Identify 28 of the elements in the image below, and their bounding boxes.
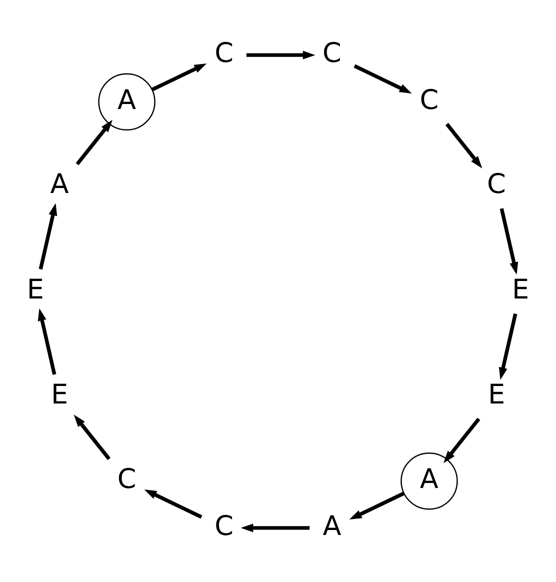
- node-text: E: [512, 274, 530, 305]
- node-text: E: [488, 379, 506, 410]
- node-text: A: [50, 168, 69, 200]
- arrow: [500, 208, 518, 274]
- arrow: [444, 417, 480, 463]
- node-text: C: [214, 37, 234, 68]
- arrow: [38, 308, 56, 374]
- arrow: [349, 491, 404, 520]
- node-text: C: [322, 37, 342, 68]
- node-text: C: [420, 84, 439, 116]
- node-circle: A: [400, 452, 458, 510]
- arrow: [354, 64, 412, 94]
- node-text: E: [26, 274, 44, 305]
- arrow: [74, 414, 111, 460]
- node-text: A: [322, 510, 342, 542]
- arrow: [240, 523, 310, 532]
- node-text: E: [50, 379, 68, 410]
- arrow: [445, 122, 482, 168]
- node-text: C: [487, 168, 506, 200]
- arrow: [152, 62, 207, 91]
- arrow: [38, 202, 58, 270]
- arrow: [498, 312, 518, 380]
- arrow: [246, 50, 316, 59]
- node-circle: A: [98, 72, 156, 130]
- arrow: [144, 488, 202, 518]
- node-text: C: [117, 463, 136, 494]
- arrow: [76, 119, 112, 165]
- node-text: C: [214, 510, 234, 542]
